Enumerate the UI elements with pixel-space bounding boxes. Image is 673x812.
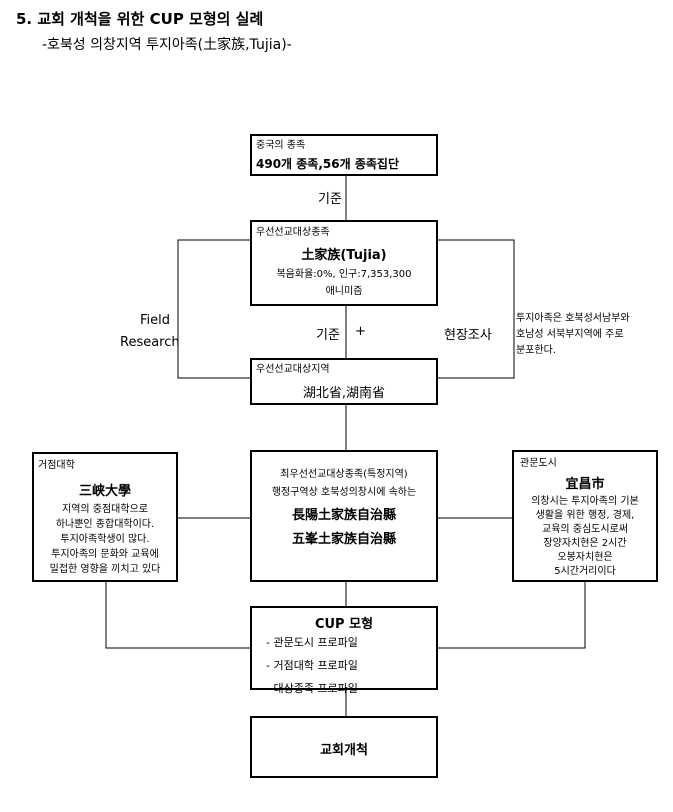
- box-gateway-city: 관문도시 宜昌市 의창시는 투지아족의 기본 생활을 위한 행정, 경제, 교육…: [512, 450, 658, 582]
- line-right-loop: [438, 239, 515, 379]
- city-line: 의창시는 투지아족의 기본: [531, 496, 639, 507]
- note-tujia-distribution: 투지아족은 호북성서남부와 호남성 서북부지역에 주로 분포한다.: [516, 312, 664, 357]
- cup-item: - 대상종족 프로파일: [266, 682, 358, 695]
- box-final-target-group: 최우선선교대상종족(특정지역) 행정구역상 호북성의창시에 속하는 長陽土家族自…: [250, 450, 438, 582]
- line-university-to-cup: [105, 582, 250, 649]
- university-line: 지역의 중점대학으로: [62, 504, 148, 515]
- box-priority-group-name: 土家族(Tujia): [301, 248, 387, 263]
- label-criteria-2: 기준: [316, 328, 340, 343]
- box-final-group-line1: 최우선선교대상종족(특정지역): [280, 469, 408, 480]
- city-line: 장양자치현은 2시간: [543, 538, 627, 549]
- cup-item: - 거점대학 프로파일: [266, 659, 358, 672]
- page-subtitle: -호북성 의창지역 투지아족(土家族,Tujia)-: [42, 37, 292, 53]
- city-line: 5시간거리이다: [554, 566, 616, 577]
- box-city-name: 宜昌市: [565, 477, 605, 492]
- box-university-description: 지역의 중점대학으로 하나뿐인 종합대학이다. 투지아족학생이 많다. 투지아족…: [34, 503, 176, 576]
- university-line: 투지아족의 문화와 교육에: [51, 549, 159, 560]
- box-cup-items: - 관문도시 프로파일 - 거점대학 프로파일 - 대상종족 프로파일: [266, 634, 358, 696]
- line-city-to-cup: [438, 582, 586, 649]
- university-line: 투지아족학생이 많다.: [60, 534, 150, 545]
- label-criteria-1: 기준: [318, 192, 342, 207]
- box-ethnic-groups: 중국의 종족 490개 종족,56개 종족집단: [250, 134, 438, 176]
- box-priority-region: 우선선교대상지역 湖北省,湖南省: [250, 358, 438, 405]
- box-hub-university: 거점대학 三峡大學 지역의 중점대학으로 하나뿐인 종합대학이다. 투지아족학생…: [32, 452, 178, 582]
- box-city-small-label: 관문도시: [520, 458, 557, 469]
- box-priority-region-small-label: 우선선교대상지역: [256, 364, 330, 375]
- box-university-name: 三峡大學: [78, 484, 131, 499]
- box-priority-group: 우선선교대상종족 土家族(Tujia) 복음화율:0%, 인구:7,353,30…: [250, 220, 438, 306]
- university-line: 하나뿐인 종합대학이다.: [55, 519, 155, 530]
- box-priority-group-stats: 복음화율:0%, 인구:7,353,300: [276, 269, 412, 280]
- line-left-loop: [177, 239, 250, 379]
- cup-item: - 관문도시 프로파일: [266, 636, 358, 649]
- box-priority-region-name: 湖北省,湖南省: [302, 386, 386, 401]
- box-final-group-county2: 五峯土家族自治縣: [291, 532, 396, 547]
- label-research: Research: [120, 335, 180, 350]
- note-tujia-line: 투지아족은 호북성서남부와: [516, 313, 630, 324]
- city-line: 오봉자치현은: [557, 552, 613, 563]
- box-church-label: 교회개척: [320, 743, 368, 758]
- box-ethnic-small-label: 중국의 종족: [256, 140, 306, 151]
- box-cup-title: CUP 모형: [314, 617, 374, 632]
- box-ethnic-main-label: 490개 종족,56개 종족집단: [256, 157, 399, 171]
- box-final-group-county1: 長陽土家族自治縣: [291, 508, 396, 523]
- box-priority-group-small-label: 우선선교대상종족: [256, 227, 330, 238]
- city-line: 교육의 중심도시로써: [542, 524, 628, 535]
- box-university-small-label: 거점대학: [38, 460, 75, 471]
- page-title: 5. 교회 개척을 위한 CUP 모형의 실례: [16, 10, 264, 28]
- box-final-group-line2: 행정구역상 호북성의창시에 속하는: [271, 487, 417, 498]
- box-priority-group-religion: 애니미즘: [325, 286, 363, 297]
- box-city-description: 의창시는 투지아족의 기본 생활을 위한 행정, 경제, 교육의 중심도시로써 …: [514, 495, 656, 578]
- university-line: 밀접한 영향을 끼치고 있다: [49, 564, 161, 575]
- city-line: 생활을 위한 행정, 경제,: [535, 510, 635, 521]
- note-tujia-line: 분포한다.: [516, 345, 556, 356]
- label-field-survey: 현장조사: [444, 328, 492, 343]
- box-church-planting: 교회개척: [250, 716, 438, 778]
- label-plus: +: [355, 324, 366, 339]
- note-tujia-line: 호남성 서북부지역에 주로: [516, 329, 624, 340]
- label-field: Field: [140, 313, 171, 328]
- box-cup-model: CUP 모형 - 관문도시 프로파일 - 거점대학 프로파일 - 대상종족 프로…: [250, 606, 438, 695]
